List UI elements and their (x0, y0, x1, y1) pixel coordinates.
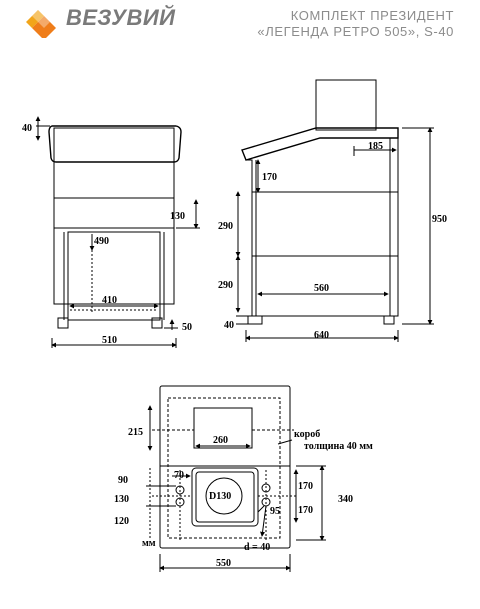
front-dim-side-height: 130 (170, 211, 185, 222)
side-dim-chimney-offset: 185 (368, 141, 383, 152)
top-dim-unit: мм (142, 538, 156, 549)
side-dim-mid: 290 (218, 221, 233, 232)
front-top-cap (48, 125, 182, 163)
front-dim-total-width: 510 (102, 335, 117, 346)
side-chimney (315, 79, 377, 131)
top-box-label-line1: короб (294, 429, 320, 440)
top-view (146, 385, 326, 572)
side-view (235, 79, 434, 342)
side-dim-total-height: 950 (432, 214, 447, 225)
front-dim-leg-height: 50 (182, 322, 192, 333)
front-dim-top-height: 40 (22, 123, 32, 134)
top-dim-row1: 90 (118, 475, 128, 486)
side-dim-leg-height: 40 (224, 320, 234, 331)
product-title-line1: КОМПЛЕКТ ПРЕЗИДЕНТ (290, 8, 454, 23)
side-right-leg (383, 315, 395, 325)
side-dim-upper: 170 (262, 172, 277, 183)
top-dim-right-total: 340 (338, 494, 353, 505)
front-dim-opening-height: 490 (94, 236, 109, 247)
front-opening (67, 231, 161, 321)
top-dim-flue-width: 260 (213, 435, 228, 446)
front-view (35, 116, 200, 348)
front-right-leg (151, 317, 163, 329)
top-box-label-line2: толщина 40 мм (304, 441, 373, 452)
top-dim-row2: 130 (114, 494, 129, 505)
top-outer (159, 385, 291, 549)
top-dim-right-upper: 170 (298, 481, 313, 492)
top-dim-pipe-gap: 95 (270, 506, 280, 517)
top-flue-circle (205, 477, 243, 515)
top-dim-row3: 120 (114, 516, 129, 527)
side-dim-total-width: 640 (314, 330, 329, 341)
side-dim-inner-width: 560 (314, 283, 329, 294)
side-left-leg (247, 315, 263, 325)
vesuvius-logo-icon (26, 10, 56, 38)
brand-name: ВЕЗУВИЙ (66, 5, 176, 30)
front-left-leg (57, 317, 69, 329)
top-firebox (191, 467, 259, 527)
top-dim-right-lower: 170 (298, 505, 313, 516)
top-dim-total-width: 550 (216, 558, 231, 569)
front-dim-opening-width: 410 (102, 295, 117, 306)
header: ВЕЗУВИЙ КОМПЛЕКТ ПРЕЗИДЕНТ «ЛЕГЕНДА РЕТР… (0, 0, 480, 40)
top-box-dashed (167, 397, 281, 539)
front-body (53, 127, 175, 305)
side-dim-lower: 290 (218, 280, 233, 291)
top-dim-top-section: 215 (128, 427, 143, 438)
top-dim-flue-diameter: D130 (209, 491, 231, 502)
top-dim-pipe-offset: 70 (174, 470, 184, 481)
product-title-line2: «ЛЕГЕНДА РЕТРО 505», S-40 (257, 24, 454, 39)
top-dim-pipe-diameter: d = 40 (244, 542, 270, 553)
